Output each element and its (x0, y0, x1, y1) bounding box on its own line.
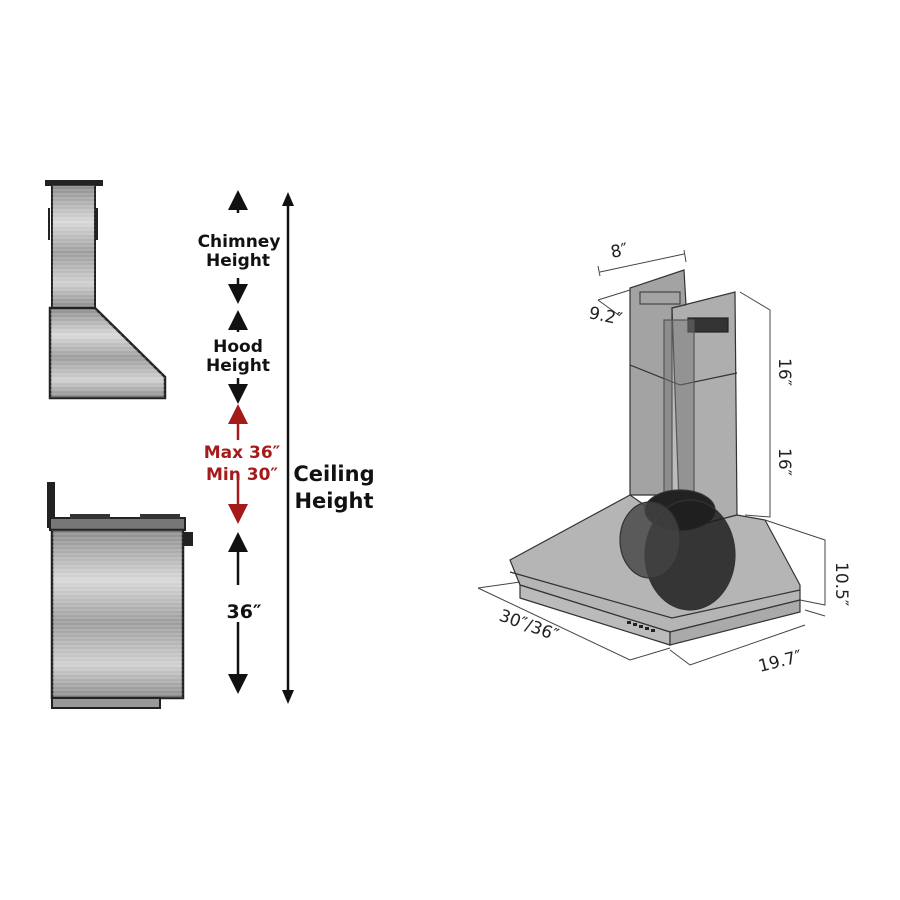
chimney-depth: 9.2″ (587, 303, 624, 330)
upper-chimney-height: 16″ (774, 358, 794, 386)
hood-height: 10.5″ (831, 562, 851, 606)
ceiling-label-1: Ceiling (293, 462, 374, 486)
chimney-width: 8″ (609, 240, 630, 263)
control-buttons (627, 621, 655, 632)
hood-label-1: Hood (213, 337, 263, 357)
lower-chimney-height: 16″ (774, 448, 794, 476)
counter-height: 36″ (227, 601, 262, 623)
dimension-arrows (228, 190, 294, 704)
chimney-label-1: Chimney (198, 232, 281, 252)
dimension-lines (477, 249, 826, 666)
hood-3d-view (509, 269, 801, 646)
ceiling-label-2: Height (294, 489, 373, 513)
chimney-label-2: Height (206, 251, 270, 271)
side-view-range (47, 482, 193, 709)
hood-depth: 19.7″ (756, 647, 804, 677)
duct-pipe (663, 319, 695, 496)
clearance-max: Max 36″ (204, 443, 281, 463)
left-labels: Chimney Height Hood Height Max 36″ Min 3… (198, 232, 375, 623)
hood-label-2: Height (206, 356, 270, 376)
side-view-hood (45, 180, 167, 400)
clearance-min: Min 30″ (206, 465, 278, 485)
